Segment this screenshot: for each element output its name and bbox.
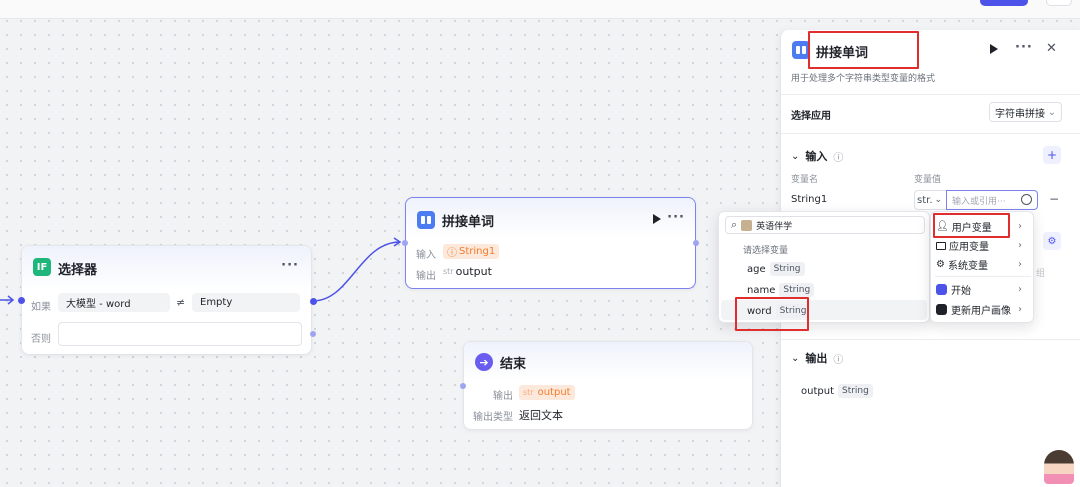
- output-label: 输出: [416, 271, 436, 282]
- remove-input-button[interactable]: −: [1049, 192, 1060, 206]
- menu-item-update-profile[interactable]: 更新用户画像 ›: [936, 300, 1030, 319]
- right-operand-field[interactable]: Empty: [192, 293, 300, 312]
- concat-node-title: 拼接单词: [442, 215, 495, 230]
- info-icon: ⓘ: [833, 152, 844, 164]
- panel-title[interactable]: 拼接单词: [816, 46, 869, 61]
- concat-output-handle[interactable]: [693, 240, 699, 246]
- more-icon[interactable]: ···: [667, 210, 685, 225]
- selector-node-title: 选择器: [58, 263, 98, 278]
- if-label: 如果: [31, 302, 51, 313]
- output-type-label: 输出类型: [473, 412, 513, 423]
- add-input-button[interactable]: +: [1043, 146, 1061, 164]
- toolbar-more-button[interactable]: [1046, 0, 1072, 6]
- run-icon[interactable]: [990, 44, 998, 54]
- select-app-label: 选择应用: [791, 111, 831, 122]
- chevron-right-icon: ›: [1018, 240, 1022, 251]
- chevron-right-icon: ›: [1018, 304, 1022, 315]
- chevron-down-icon: ⌄: [1047, 106, 1056, 118]
- menu-item-system-variables[interactable]: ⚙系统变量 ›: [936, 259, 1022, 272]
- if-branch-handle[interactable]: [310, 298, 317, 305]
- menu-item-app-variables[interactable]: 应用变量 ›: [936, 236, 1030, 255]
- concat-icon: [792, 41, 810, 59]
- run-icon[interactable]: [653, 214, 661, 224]
- input-label: 输入: [416, 250, 436, 261]
- profile-node-icon: [936, 304, 947, 315]
- end-node-title: 结束: [500, 357, 527, 372]
- input-var-name[interactable]: String1: [791, 194, 828, 205]
- not-equal-operator[interactable]: ≠: [176, 296, 186, 309]
- var-value-column: 变量值: [914, 175, 942, 185]
- concat-icon: [417, 211, 435, 229]
- selector-input-handle[interactable]: [18, 297, 25, 304]
- output-variable-tag: str output: [443, 265, 492, 278]
- output-section-header[interactable]: ⌄ 输出 ⓘ: [791, 352, 844, 366]
- menu-item-user-variables[interactable]: 👤︎用户变量 ›: [936, 221, 1022, 234]
- chevron-right-icon: ›: [1018, 259, 1022, 270]
- highlight-word-item: [735, 297, 809, 331]
- app-avatar-icon: [741, 219, 753, 231]
- else-label: 否则: [31, 334, 51, 345]
- search-icon: ⌕: [731, 218, 738, 231]
- output-type-value: 返回文本: [519, 409, 563, 422]
- variable-item-word-row[interactable]: [721, 300, 927, 320]
- chevron-right-icon: ›: [1018, 221, 1022, 232]
- assistant-avatar[interactable]: [1044, 450, 1074, 484]
- chevron-down-icon: ⌄: [934, 195, 943, 205]
- output-row: output String: [801, 384, 873, 398]
- highlight-user-variables: [933, 213, 1010, 238]
- input-type-select[interactable]: str.⌄: [914, 190, 946, 210]
- picker-hint: 请选择变量: [743, 246, 789, 256]
- chevron-down-icon: ⌄: [791, 352, 800, 364]
- end-output-label: 输出: [493, 391, 513, 402]
- reference-variable-icon[interactable]: [1021, 194, 1032, 205]
- end-icon: ➔: [475, 353, 493, 371]
- variable-source-menu: 👤︎用户变量 › 应用变量 › ⚙系统变量 › 开始 › 更新用户画像 ›: [930, 211, 1034, 323]
- input-value-field[interactable]: 输入或引用···: [946, 190, 1038, 210]
- select-app-dropdown[interactable]: 字符串拼接⌄: [989, 102, 1062, 122]
- gear-icon: ⚙: [936, 259, 945, 270]
- var-name-column: 变量名: [791, 175, 819, 185]
- menu-item-start[interactable]: 开始 ›: [936, 280, 1030, 299]
- highlight-panel-title: [808, 31, 919, 69]
- else-branch-handle[interactable]: [310, 331, 316, 337]
- user-icon: 👤︎: [936, 221, 949, 232]
- close-icon[interactable]: ✕: [1046, 41, 1057, 56]
- warning-icon: ⓘ: [447, 248, 457, 259]
- concat-input-handle[interactable]: [402, 240, 408, 246]
- info-icon: ⓘ: [833, 354, 844, 366]
- more-icon[interactable]: ···: [281, 258, 299, 273]
- if-icon: IF: [33, 258, 51, 276]
- folder-icon: [936, 241, 946, 250]
- else-branch-field[interactable]: [58, 322, 302, 346]
- left-operand-field[interactable]: 大模型 - word: [58, 293, 170, 312]
- panel-description: 用于处理多个字符串类型变量的格式: [791, 74, 936, 84]
- chevron-down-icon: ⌄: [791, 150, 800, 162]
- variable-search-input[interactable]: ⌕ 英语伴学: [725, 216, 925, 234]
- more-icon[interactable]: ···: [1015, 40, 1033, 55]
- settings-icon[interactable]: ⚙: [1043, 232, 1061, 250]
- input-section-header[interactable]: ⌄ 输入 ⓘ: [791, 150, 844, 164]
- selector-node[interactable]: IF 选择器 ··· 如果 大模型 - word ≠ Empty 否则: [21, 245, 312, 355]
- top-toolbar: [0, 0, 1080, 19]
- start-node-icon: [936, 284, 947, 295]
- end-input-handle[interactable]: [460, 383, 466, 389]
- partial-text: 组: [1036, 269, 1046, 279]
- publish-button[interactable]: [980, 0, 1028, 6]
- chevron-right-icon: ›: [1018, 284, 1022, 295]
